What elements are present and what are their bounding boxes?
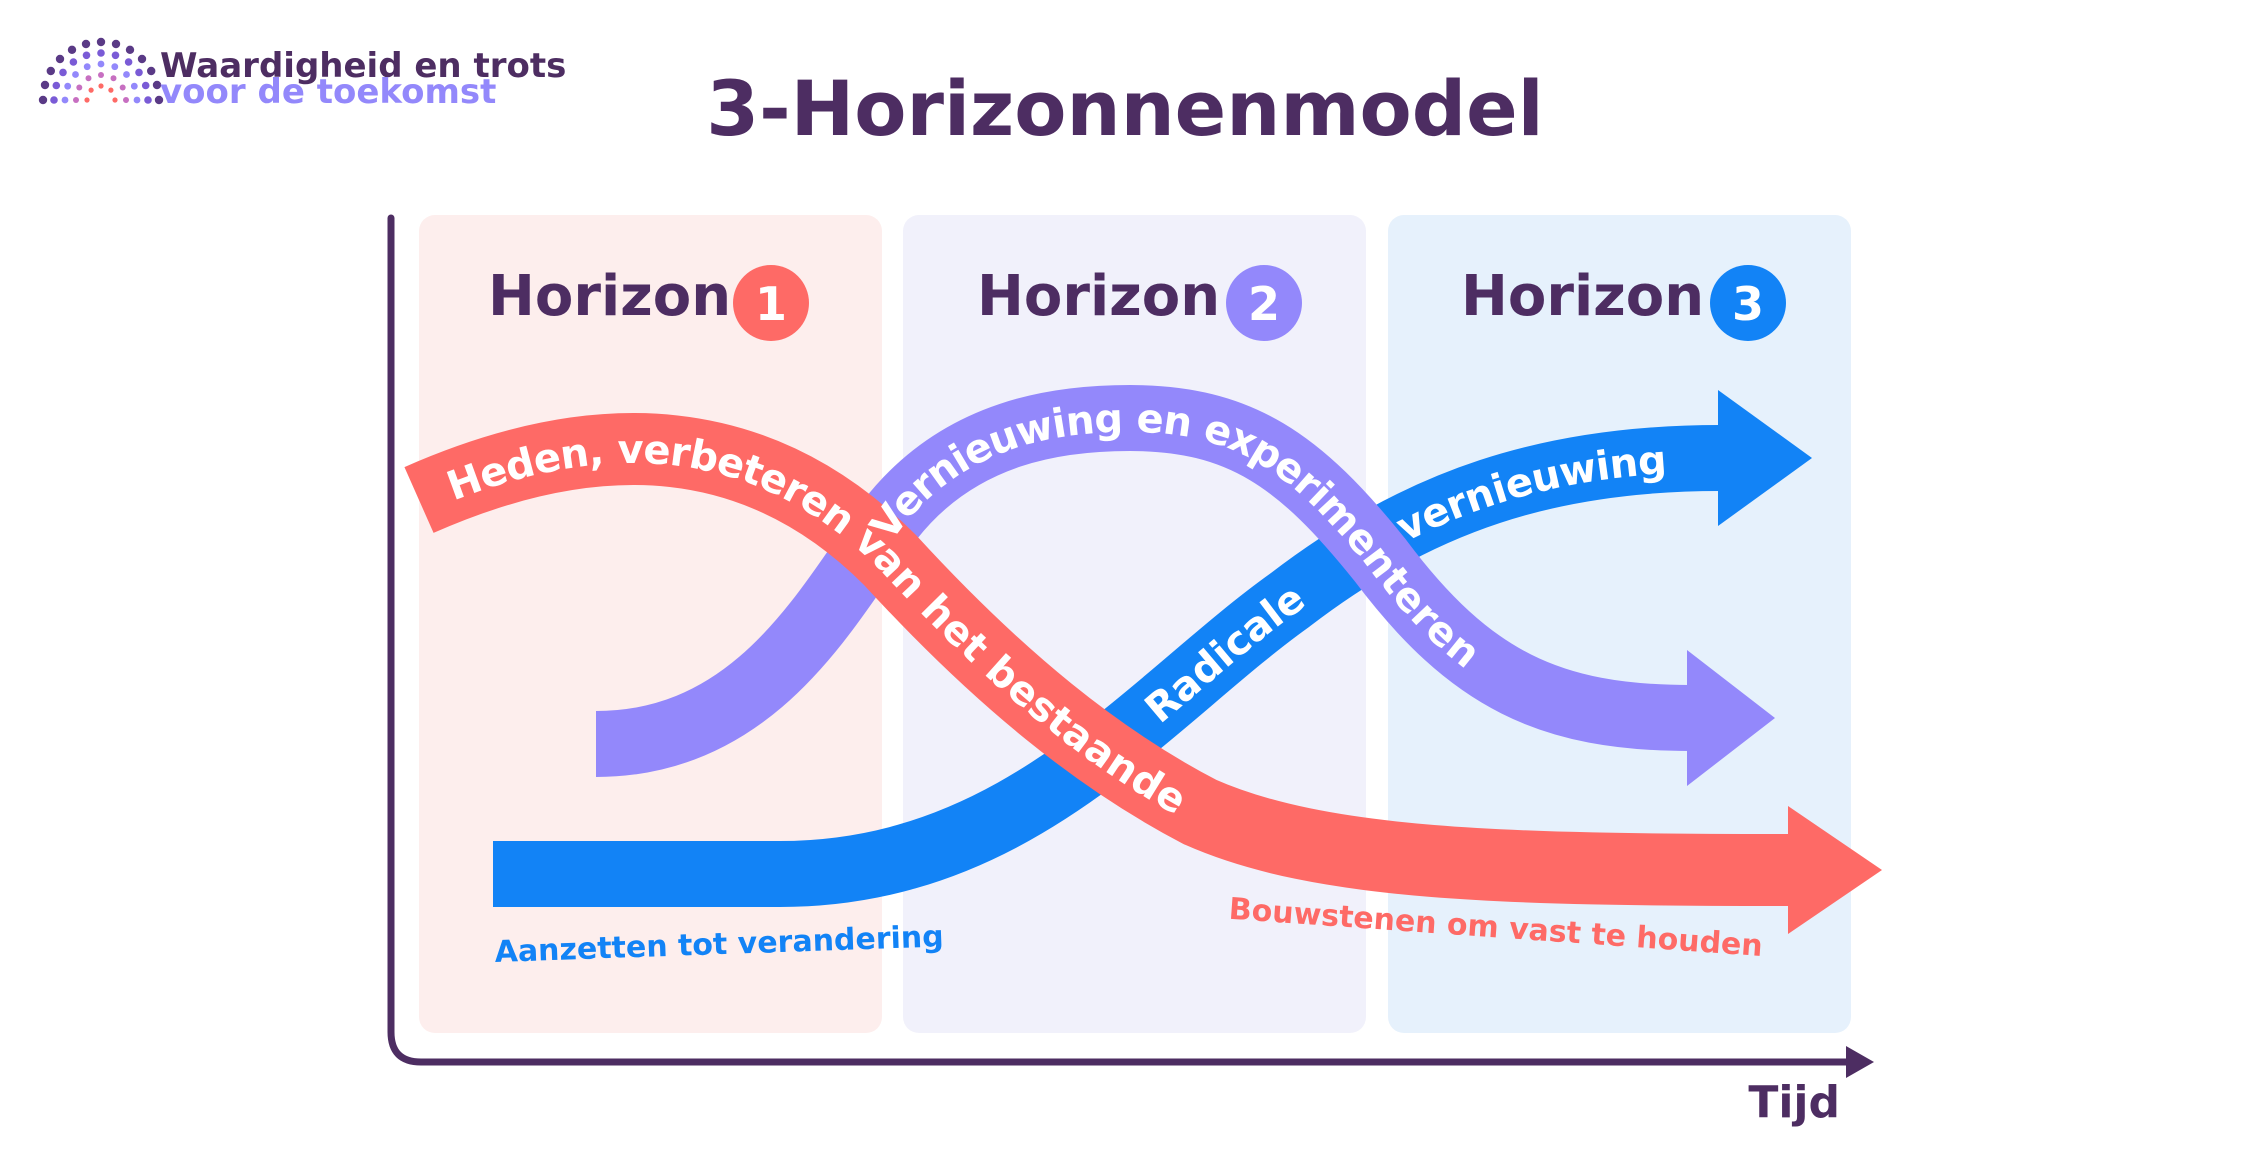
logo-mark-icon (38, 37, 164, 105)
logo-dot (46, 66, 55, 76)
page-title: 3-Horizonnenmodel (706, 64, 1543, 153)
logo-dot (61, 96, 69, 104)
logo-dot (133, 96, 141, 104)
logo-dot (123, 97, 129, 103)
logo-dot (96, 37, 106, 47)
horizon2-arrow-body (595, 384, 1691, 777)
logo-dot (73, 97, 79, 103)
logo-dot (154, 95, 164, 105)
logo-dot (55, 54, 65, 64)
logo-dot (144, 96, 152, 104)
logo-dot (112, 97, 118, 103)
x-axis-label: Tijd (1748, 1077, 1840, 1128)
logo-dot (98, 72, 104, 78)
horizon2-number: 2 (1248, 277, 1280, 331)
logo-dot (98, 83, 104, 89)
horizon1-number: 1 (755, 277, 787, 331)
horizon1-arrowhead-icon (1788, 806, 1882, 934)
horizon3-label: Horizon (1461, 264, 1704, 329)
logo-dot (88, 87, 94, 93)
logo-dot (119, 84, 126, 91)
logo-dot (137, 54, 147, 64)
logo-dot (81, 39, 91, 49)
axes (387, 214, 1856, 1066)
logo-dot (111, 63, 119, 71)
horizon1-panel (419, 215, 882, 1033)
logo-dot (147, 66, 156, 76)
logo-dot (135, 68, 143, 77)
logo-dot (108, 87, 114, 93)
x-axis-arrowhead-icon (1846, 1046, 1874, 1078)
logo-dot (38, 95, 48, 105)
logo-dot (64, 82, 72, 90)
logo-dot (97, 60, 105, 68)
logo: Waardigheid en trots voor de toekomst (38, 37, 566, 112)
logo-dot (76, 84, 83, 91)
horizon2-label: Horizon (977, 264, 1220, 329)
logo-dot (111, 39, 121, 49)
logo-dot (83, 63, 91, 71)
horizon1-label: Horizon (488, 264, 731, 329)
horizon2-arrowhead-icon (1687, 650, 1775, 786)
horizon3-arrow-body (493, 425, 1721, 907)
logo-dot (69, 58, 78, 66)
logo-dot (124, 58, 133, 66)
logo-dot (141, 81, 150, 90)
horizon2-badge (1226, 265, 1302, 341)
logo-dot (50, 96, 58, 104)
logo-dot (40, 80, 50, 90)
logo-dot (125, 45, 135, 54)
logo-dot (111, 51, 120, 60)
horizon3-badge (1710, 265, 1786, 341)
logo-dot (52, 81, 61, 90)
horizon1-arrow-body (404, 413, 1791, 906)
logo-line1: Waardigheid en trots (160, 46, 566, 86)
logo-dot (130, 82, 138, 90)
logo-dot (82, 51, 91, 60)
logo-line2: voor de toekomst (160, 72, 496, 112)
horizon1-badge (733, 265, 809, 341)
logo-dot (97, 49, 105, 57)
horizon3-number: 3 (1732, 277, 1764, 331)
logo-dot (72, 71, 79, 78)
logo-dot (84, 97, 90, 103)
logo-dot (110, 75, 117, 82)
horizon3-arrowhead-icon (1718, 390, 1812, 526)
logo-dot (67, 45, 77, 54)
logo-dot (123, 71, 130, 78)
logo-dot (85, 75, 92, 82)
logo-dot (59, 68, 67, 77)
logo-dot (152, 80, 162, 90)
